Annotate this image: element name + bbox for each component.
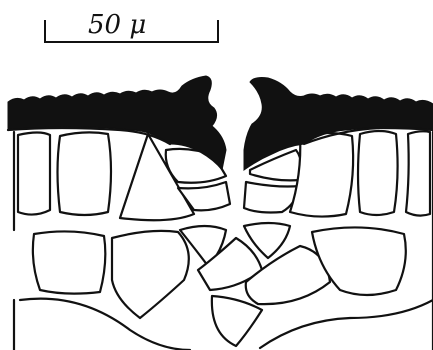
mesophyll-cell	[33, 231, 105, 293]
epidermal-cell	[290, 133, 353, 217]
epidermal-cell	[58, 132, 112, 215]
epidermal-cell	[358, 131, 398, 215]
mesophyll-cells	[33, 223, 406, 346]
scale-bar-label: 50 μ	[88, 10, 146, 40]
epidermal-cell	[406, 131, 430, 215]
scale-bar: 50 μ	[45, 10, 218, 42]
mesophyll-cell	[112, 231, 189, 318]
mesophyll-cell	[212, 296, 262, 346]
epidermal-cell	[18, 133, 50, 215]
